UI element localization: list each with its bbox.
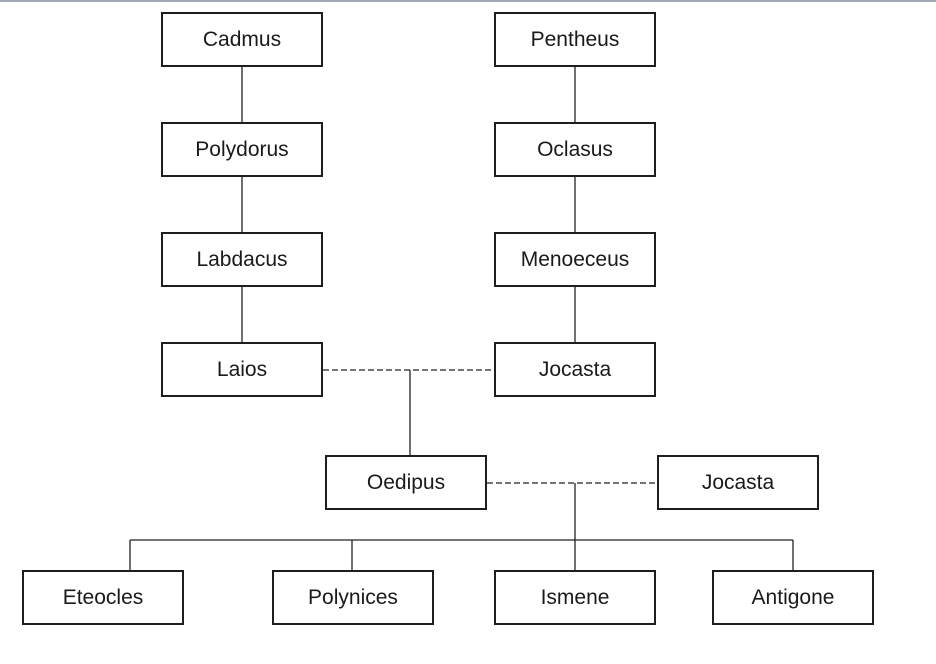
node-eteocles: Eteocles <box>22 570 184 625</box>
node-oclasus: Oclasus <box>494 122 656 177</box>
node-laios: Laios <box>161 342 323 397</box>
node-menoeceus: Menoeceus <box>494 232 656 287</box>
node-ismene: Ismene <box>494 570 656 625</box>
top-border <box>0 0 936 2</box>
node-antigone: Antigone <box>712 570 874 625</box>
node-labdacus: Labdacus <box>161 232 323 287</box>
node-jocasta: Jocasta <box>494 342 656 397</box>
node-polynices: Polynices <box>272 570 434 625</box>
node-polydorus: Polydorus <box>161 122 323 177</box>
node-cadmus: Cadmus <box>161 12 323 67</box>
node-jocasta-2: Jocasta <box>657 455 819 510</box>
node-pentheus: Pentheus <box>494 12 656 67</box>
node-oedipus: Oedipus <box>325 455 487 510</box>
